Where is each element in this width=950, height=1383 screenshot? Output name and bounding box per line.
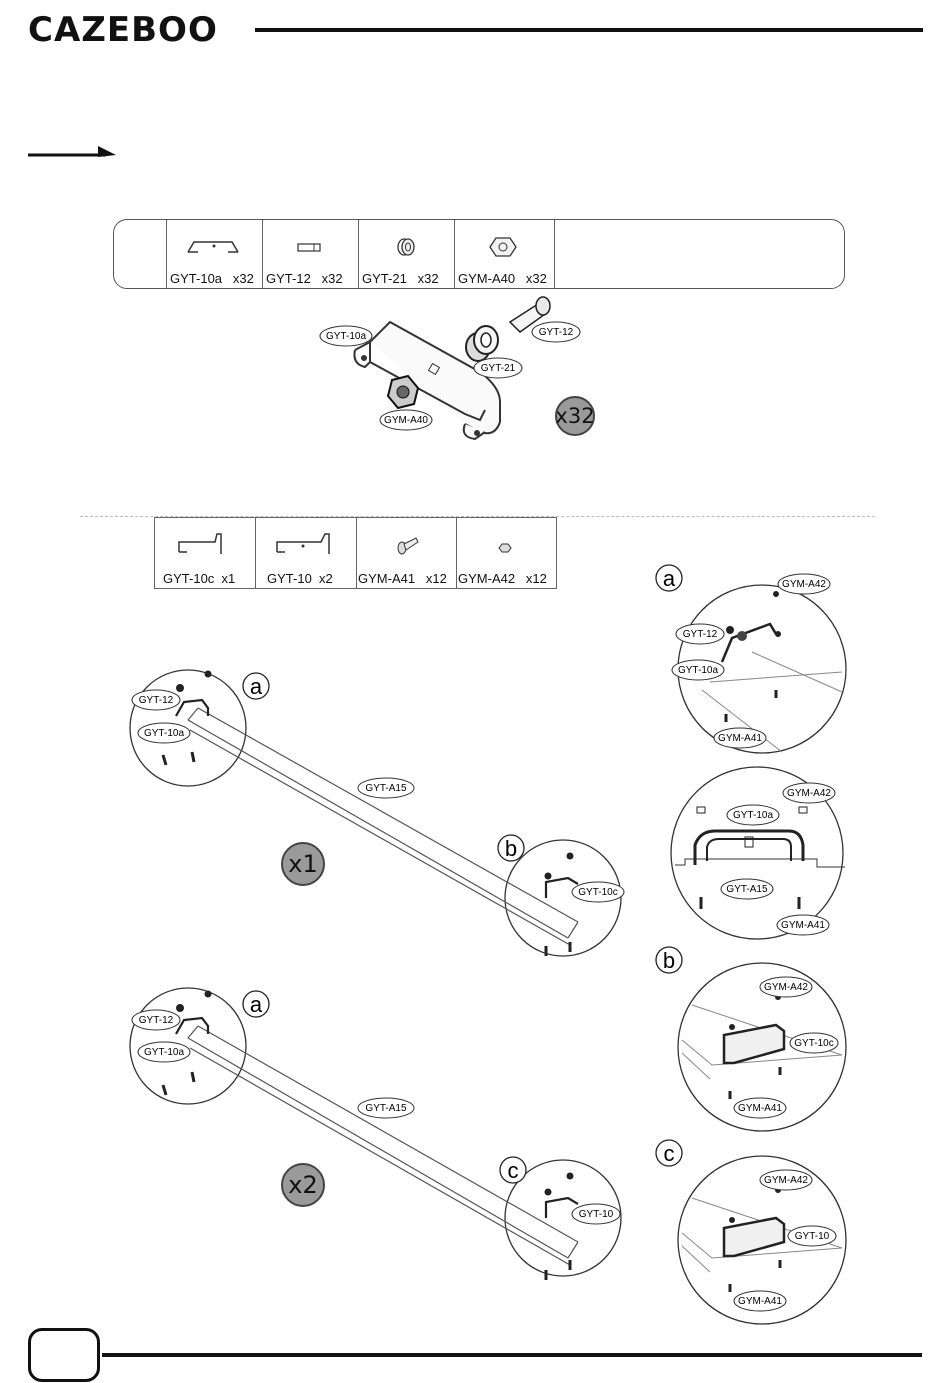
marker-b: b	[505, 836, 517, 861]
part-label: GYT-10a x32	[170, 271, 254, 286]
label-gyt-12: GYT-12	[139, 1015, 174, 1026]
label-gym-a41: GYM-A41	[738, 1103, 782, 1114]
label-gym-a41: GYM-A41	[781, 920, 825, 931]
pin-icon	[297, 243, 321, 252]
bracket-exploded-view: GYT-10a GYT-21 GYT-12 GYM-A40	[319, 296, 581, 441]
label-gyt-a15: GYT-A15	[365, 1103, 407, 1114]
label-gyt-12: GYT-12	[139, 695, 174, 706]
parts-list-step2: GYT-10c x1 GYT-10 x2 GYM-A41 x12	[154, 517, 557, 589]
bracket-icon	[187, 241, 239, 253]
label-gyt-10a: GYT-10a	[678, 665, 718, 676]
part-cell-gym-a40: GYM-A40 x32	[454, 220, 555, 288]
label-gym-a41: GYM-A41	[738, 1296, 782, 1307]
label-gym-a41: GYM-A41	[718, 733, 762, 744]
callout-circle-a	[129, 669, 247, 787]
quantity-x2-badge: x2	[281, 1163, 325, 1207]
beam-gyt-a15	[187, 707, 579, 946]
label-gyt-10a: GYT-10a	[144, 1047, 184, 1058]
nut-icon	[489, 237, 517, 257]
part-cell-gyt-10a: GYT-10a x32	[166, 220, 263, 288]
quantity-x1-badge: x1	[281, 842, 325, 886]
part-label: GYT-10 x2	[267, 571, 333, 586]
brand-logo: CAZEBOO	[28, 10, 218, 50]
marker-a: a	[663, 566, 676, 591]
part-label: GYM-A41 x12	[358, 571, 447, 586]
marker-c: c	[664, 1141, 675, 1166]
detail-view-c: c GYM-A42 GYT-10 GYM-A41	[655, 1139, 847, 1325]
label-gyt-10a: GYT-10a	[733, 810, 773, 821]
part-cell-gyt-21: GYT-21 x32	[358, 220, 455, 288]
label-gym-a42: GYM-A42	[764, 982, 808, 993]
detail-view-a-section: GYM-A42 GYT-10a GYT-A15 GYM-A41	[670, 766, 845, 940]
part-label: GYT-12 x32	[266, 271, 343, 286]
part-cell-gym-a41: GYM-A41 x12	[356, 518, 457, 588]
marker-a: a	[250, 674, 263, 699]
part-cell-gyt-10c: GYT-10c x1	[155, 518, 256, 588]
beam-assembly-1: GYT-12 GYT-10a GYT-A15 GYT-10c a b	[129, 669, 625, 957]
detail-view-b: b GYM-A42 GYT-10c GYM-A41	[655, 946, 847, 1132]
bracket-icon	[178, 533, 222, 554]
label-gyt-10a: GYT-10a	[144, 728, 184, 739]
small-nut-icon	[498, 543, 512, 553]
part-label: GYT-21 x32	[362, 271, 439, 286]
label-gyt-12: GYT-12	[683, 629, 718, 640]
beam-assembly-2: GYT-12 GYT-10a GYT-A15 GYT-10 a c	[129, 987, 622, 1280]
parts-list-step1: GYT-10a x32 GYT-12 x32 GYT-21 x32	[113, 219, 845, 289]
label-gym-a42: GYM-A42	[787, 788, 831, 799]
bushing-icon	[397, 238, 415, 256]
label-gyt-10: GYT-10	[579, 1209, 614, 1220]
callout-circle-a	[129, 987, 247, 1105]
step-arrow-icon	[28, 146, 116, 157]
label-gyt-10: GYT-10	[795, 1231, 830, 1242]
marker-b: b	[663, 948, 675, 973]
header-rule	[255, 28, 923, 32]
part-cell-gyt-10: GYT-10 x2	[255, 518, 357, 588]
section-separator	[80, 516, 875, 517]
page-number-box	[28, 1328, 100, 1382]
callout-circle-b	[504, 839, 622, 957]
label-gyt-a15: GYT-A15	[365, 783, 407, 794]
marker-a: a	[250, 992, 263, 1017]
label-gyt-10a: GYT-10a	[326, 331, 366, 342]
label-gyt-10c: GYT-10c	[794, 1038, 833, 1049]
callout-circle-c	[504, 1159, 622, 1277]
part-cell-gym-a42: GYM-A42 x12	[456, 518, 556, 588]
label-gym-a40: GYM-A40	[384, 415, 428, 426]
beam-gyt-a15	[187, 1025, 579, 1266]
label-gyt-12: GYT-12	[539, 327, 574, 338]
bolt-icon	[397, 537, 419, 555]
marker-c: c	[508, 1158, 519, 1183]
quantity-x32-badge: x32	[555, 396, 595, 436]
label-gyt-a15: GYT-A15	[726, 884, 768, 895]
part-label: GYM-A40 x32	[458, 271, 547, 286]
detail-view-a: a GYM-A42 GYT-12 GYT-10a GYM-A41	[655, 564, 847, 754]
bracket-icon	[276, 533, 330, 554]
label-gym-a42: GYM-A42	[782, 579, 826, 590]
part-cell-gyt-12: GYT-12 x32	[262, 220, 359, 288]
label-gym-a42: GYM-A42	[764, 1175, 808, 1186]
parts-box-spacer	[114, 220, 167, 288]
label-gyt-21: GYT-21	[481, 363, 516, 374]
footer-rule	[102, 1353, 922, 1357]
part-label: GYM-A42 x12	[458, 571, 547, 586]
part-label: GYT-10c x1	[163, 571, 236, 586]
label-gyt-10c: GYT-10c	[578, 887, 617, 898]
